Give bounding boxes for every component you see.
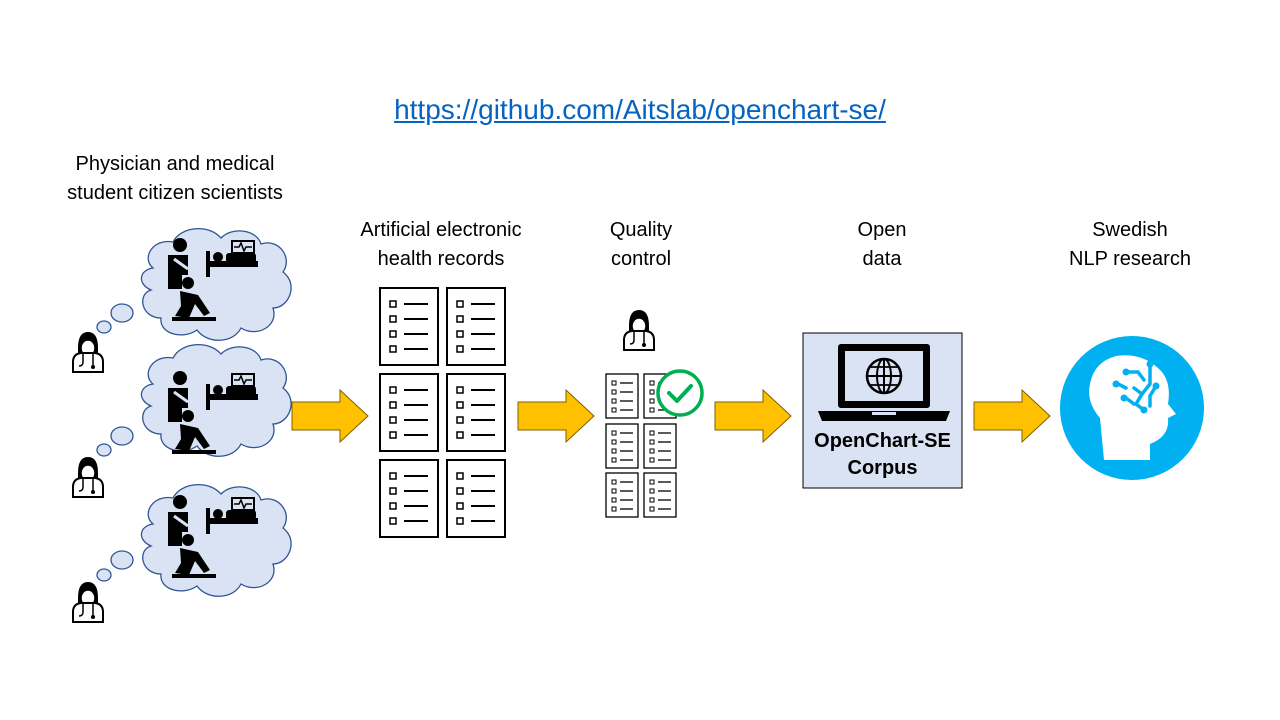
health-records-grid [379,287,506,538]
nlp-label-line2: NLP research [1069,248,1191,270]
brain-head-icon [1060,336,1204,480]
arrow-1 [291,389,369,443]
health-records-label: Artificial electronic health records [341,216,541,274]
thought-cloud-1 [96,227,292,341]
nlp-research-label: Swedish NLP research [1050,216,1210,274]
physician-icon-3 [72,581,104,623]
corpus-title: OpenChart-SE Corpus [803,428,962,482]
physician-icon-1 [72,331,104,373]
quality-label-line1: Quality [609,219,673,241]
records-label-line2: health records [377,248,505,270]
open-label-line1: Open [857,219,907,241]
reviewer-icon [623,309,655,351]
corpus-title-line2: Corpus [847,457,918,479]
quality-control-label: Quality control [591,216,691,274]
citizen-scientists-label: Physician and medical student citizen sc… [55,150,295,208]
citizen-label-line1: Physician and medical [75,153,275,175]
records-label-line1: Artificial electronic [360,219,522,241]
arrow-4 [973,389,1051,443]
arrow-2 [517,389,595,443]
laptop-globe-icon [818,344,950,421]
open-label-line2: data [862,248,902,270]
citizen-label-line2: student citizen scientists [67,182,283,204]
physician-icon-2 [72,456,104,498]
thought-cloud-3 [96,483,292,597]
open-data-label: Open data [832,216,932,274]
quality-label-line2: control [610,248,672,270]
thought-cloud-2 [96,343,292,457]
check-icon [656,369,704,417]
github-link[interactable]: https://github.com/Aitslab/openchart-se/ [394,94,886,125]
corpus-title-line1: OpenChart-SE [814,430,951,452]
arrow-3 [714,389,792,443]
nlp-label-line1: Swedish [1092,219,1168,241]
